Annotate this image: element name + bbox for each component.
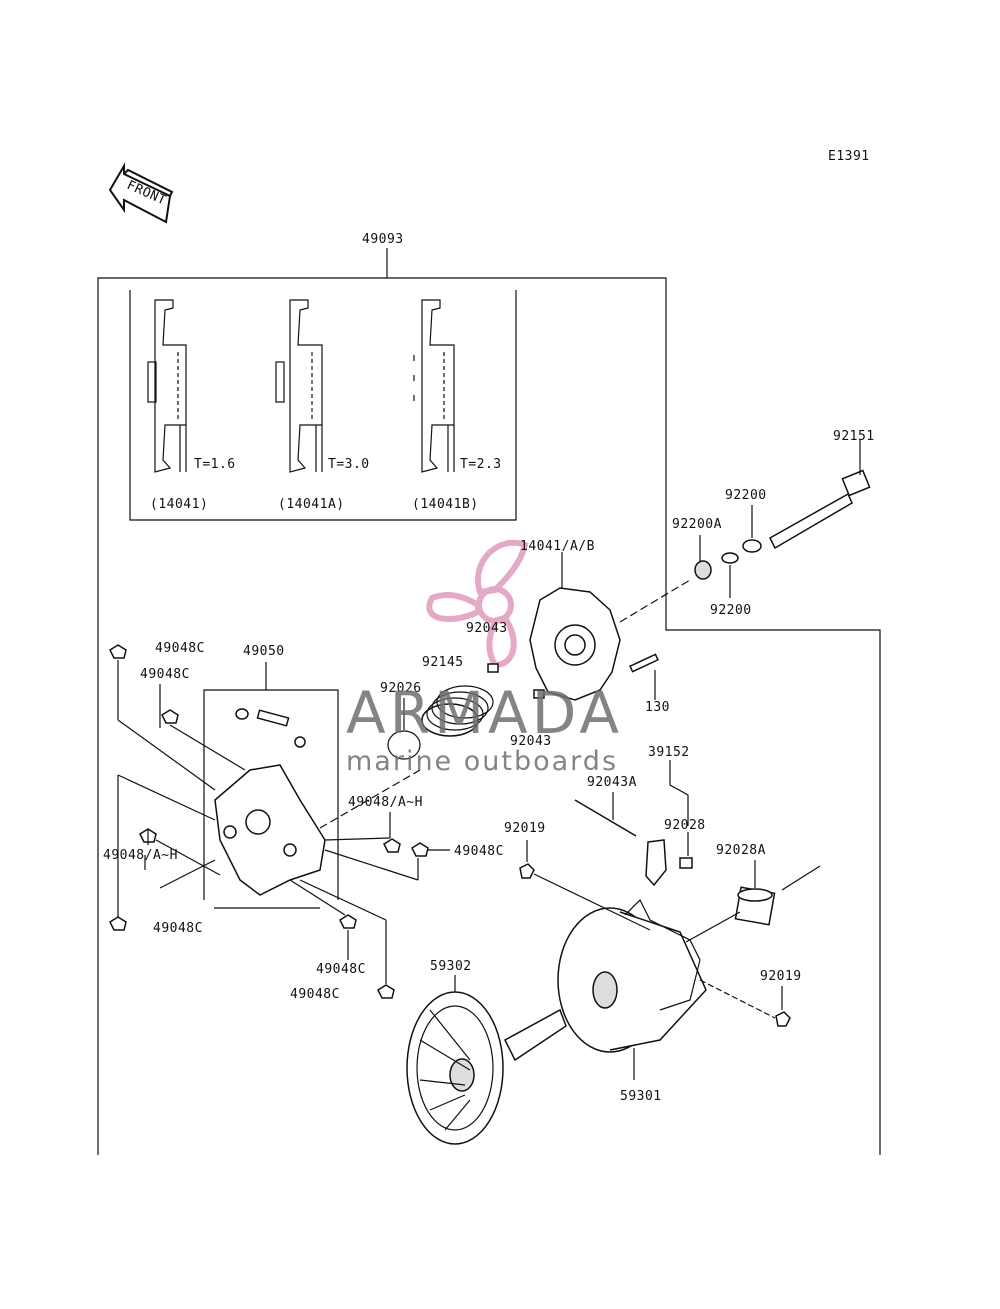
label-49048C-b: 49048C [140, 667, 190, 682]
label-92043A: 92043A [587, 775, 637, 790]
nut-49048C-c [411, 842, 429, 857]
label-49048C-e: 49048C [316, 962, 366, 977]
part-14041B: (14041B) [412, 497, 479, 512]
roller-parts-49050 [235, 708, 306, 748]
thickness-14041: T=1.6 [194, 457, 236, 472]
pin-92043A [574, 799, 637, 837]
label-92028A: 92028A [716, 843, 766, 858]
nut-49048C-b [161, 709, 179, 724]
label-49048C-f: 49048C [290, 987, 340, 1002]
label-59301: 59301 [620, 1089, 662, 1104]
label-49093: 49093 [362, 232, 404, 247]
nut-92019-left [519, 863, 535, 879]
shim-profile-14041 [147, 299, 187, 473]
washer-92200-bottom [721, 552, 739, 564]
pin-92043-lower [533, 689, 545, 699]
ring-92026 [387, 730, 421, 760]
spider-cover-14041 [529, 552, 621, 701]
label-49048C-d: 49048C [153, 921, 203, 936]
label-92028: 92028 [664, 818, 706, 833]
inset-box [129, 290, 517, 521]
spring-92145 [421, 685, 494, 737]
label-92026: 92026 [380, 681, 422, 696]
fixed-sheave-59302 [406, 991, 567, 1145]
label-92019-left: 92019 [504, 821, 546, 836]
label-92200-top: 92200 [725, 488, 767, 503]
pin-92043-upper [487, 663, 499, 673]
washer-92200A [694, 560, 712, 580]
front-arrow-icon: FRONT [108, 162, 174, 224]
shim-profile-14041B [413, 299, 455, 473]
movable-sheave-59301 [557, 898, 707, 1053]
spider-49050 [214, 764, 326, 896]
label-92200-bottom: 92200 [710, 603, 752, 618]
bolt-130 [629, 653, 659, 673]
watermark-tagline: marine outboards [346, 746, 618, 777]
washer-92200-top [742, 539, 762, 553]
part-14041: (14041) [150, 497, 208, 512]
nut-49048C-a [109, 644, 127, 659]
label-92019-right: 92019 [760, 969, 802, 984]
label-92043-upper: 92043 [466, 621, 508, 636]
label-49048AH-left: 49048/A~H [103, 848, 178, 863]
nut-49048C-f [377, 984, 395, 999]
nut-49048C-e [339, 914, 357, 929]
part-14041A: (14041A) [278, 497, 345, 512]
label-59302: 59302 [430, 959, 472, 974]
label-92043-lower: 92043 [510, 734, 552, 749]
nut-49048AH-right [383, 838, 401, 853]
diagram-code: E1391 [828, 149, 870, 164]
nut-92019-right [775, 1011, 791, 1027]
assembly-bracket [97, 248, 881, 1155]
bolt-92151 [769, 469, 871, 550]
weight-92028 [645, 839, 693, 887]
label-92145: 92145 [422, 655, 464, 670]
label-14041AB: 14041/A/B [520, 539, 595, 554]
label-49050: 49050 [243, 644, 285, 659]
watermark-brand: ARMADA [346, 679, 623, 747]
thickness-14041A: T=3.0 [328, 457, 370, 472]
label-49048C-a: 49048C [155, 641, 205, 656]
label-92151: 92151 [833, 429, 875, 444]
armada-logo-icon [426, 539, 529, 669]
thickness-14041B: T=2.3 [460, 457, 502, 472]
label-130: 130 [645, 700, 670, 715]
label-49048C-c: 49048C [454, 844, 504, 859]
label-92200A: 92200A [672, 517, 722, 532]
label-49048AH-right: 49048/A~H [348, 795, 423, 810]
label-39152: 39152 [648, 745, 690, 760]
shim-profile-14041A [275, 299, 323, 473]
bushing-92028A [734, 886, 776, 926]
nut-49048C-d [109, 916, 127, 931]
